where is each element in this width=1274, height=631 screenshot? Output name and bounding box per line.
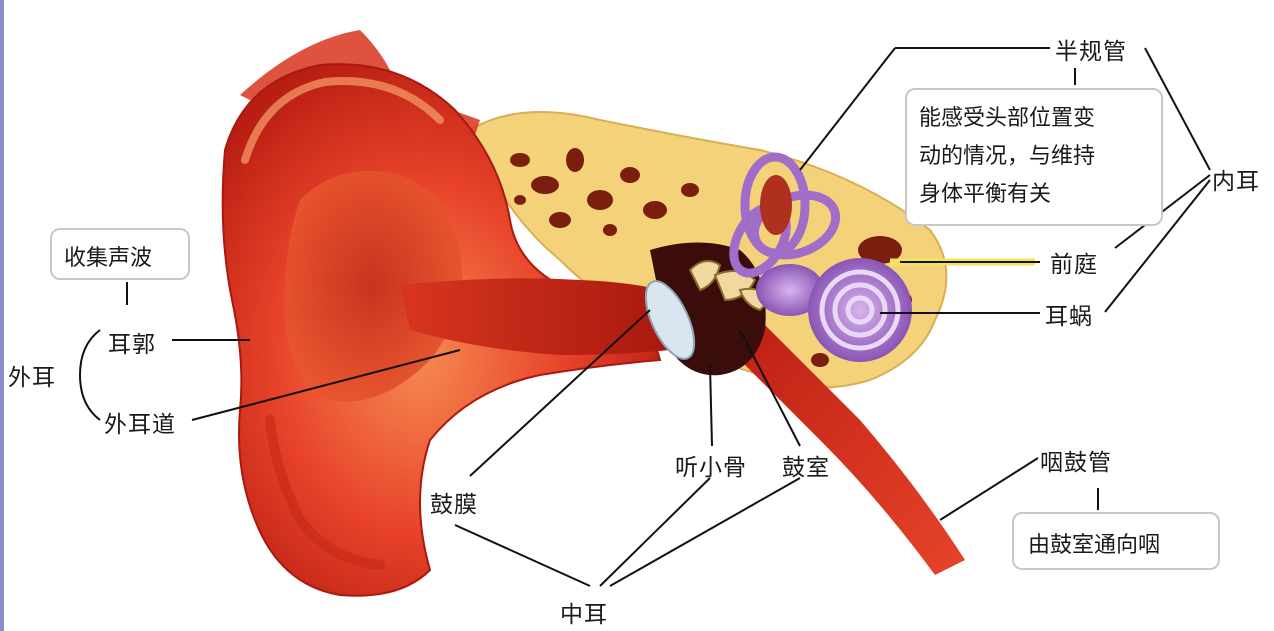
- label-middle-ear: 中耳: [560, 595, 608, 629]
- label-ear-canal: 外耳道: [104, 405, 176, 439]
- callout-semicircular-function: 能感受头部位置变 动的情况，与维持 身体平衡有关: [905, 88, 1163, 226]
- label-eardrum: 鼓膜: [430, 485, 478, 519]
- callout-tube-function-text: 由鼓室通向咽: [1028, 527, 1204, 559]
- callout-semicircular-line-3: 身体平衡有关: [919, 176, 1149, 214]
- label-ossicles: 听小骨: [675, 448, 747, 482]
- label-eustachian-tube: 咽鼓管: [1040, 443, 1112, 477]
- label-cochlea: 耳蜗: [1045, 297, 1093, 331]
- callout-tube-function: 由鼓室通向咽: [1012, 512, 1220, 570]
- label-vestibule: 前庭: [1050, 245, 1098, 279]
- callout-semicircular-line-2: 动的情况，与维持: [919, 138, 1149, 176]
- label-inner-ear: 内耳: [1212, 162, 1260, 196]
- label-auricle: 耳郭: [108, 325, 156, 359]
- canal-core: [760, 175, 792, 235]
- label-outer-ear: 外耳: [8, 358, 56, 392]
- cochlea-shape: [808, 258, 912, 362]
- callout-semicircular-line-1: 能感受头部位置变: [919, 100, 1149, 138]
- label-semicircular-canals: 半规管: [1055, 32, 1127, 66]
- label-tympanic-cavity: 鼓室: [782, 448, 830, 482]
- callout-collect-sound: 收集声波: [50, 228, 190, 280]
- callout-collect-sound-text: 收集声波: [64, 240, 176, 272]
